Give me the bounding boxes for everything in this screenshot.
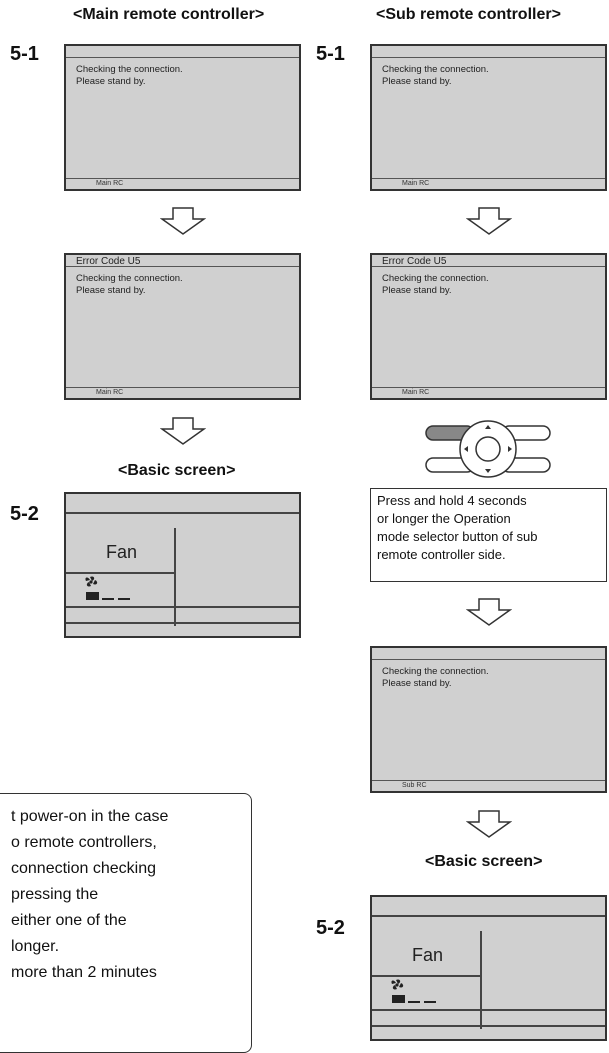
note-line: either one of the <box>11 912 127 929</box>
screen-footer: Sub RC <box>372 780 605 791</box>
instruction-line: remote controller side. <box>377 547 506 562</box>
sub-basic-screen: Fan <box>370 895 607 1041</box>
screen-divider <box>66 572 174 574</box>
screen-title: Error Code U5 <box>76 256 141 267</box>
screen-divider <box>372 1009 605 1011</box>
down-arrow-icon <box>466 207 512 235</box>
main-basic-screen: Fan <box>64 492 301 638</box>
sub-basic-screen-heading: <Basic screen> <box>425 853 543 870</box>
main-basic-screen-heading: <Basic screen> <box>118 462 236 479</box>
sub-column-heading: <Sub remote controller> <box>376 6 561 23</box>
screen-message: Checking the connection. Please stand by… <box>382 273 489 297</box>
down-arrow-icon <box>466 810 512 838</box>
screen-message: Checking the connection. Please stand by… <box>76 64 183 88</box>
note-line: pressing the <box>11 886 99 903</box>
screen-divider <box>372 1025 605 1027</box>
screen-title-bar <box>66 46 299 58</box>
remote-controller-buttons-icon <box>425 420 551 478</box>
down-arrow-icon <box>466 598 512 626</box>
note-line: t power-on in the case <box>11 808 169 825</box>
sub-error-screen: Error Code U5 Checking the connection. P… <box>370 253 607 400</box>
screen-message-line: Please stand by. <box>382 285 452 296</box>
screen-divider <box>174 528 176 626</box>
screen-divider <box>372 915 605 917</box>
main-checking-screen: Checking the connection. Please stand by… <box>64 44 301 191</box>
instruction-box: Press and hold 4 seconds or longer the O… <box>370 488 607 582</box>
note-line: more than 2 minutes <box>11 964 157 981</box>
screen-message-line: Checking the connection. <box>382 666 489 677</box>
screen-message-line: Please stand by. <box>382 76 452 87</box>
screen-message-line: Checking the connection. <box>76 64 183 75</box>
main-step-5-2-label: 5-2 <box>10 503 39 525</box>
screen-footer-label: Sub RC <box>402 782 427 789</box>
operation-mode-label: Fan <box>412 945 444 965</box>
screen-message-line: Checking the connection. <box>382 64 489 75</box>
down-arrow-icon <box>160 207 206 235</box>
screen-footer-label: Main RC <box>96 180 124 187</box>
note-line: longer. <box>11 938 60 955</box>
screen-divider <box>66 512 299 514</box>
screen-title-bar <box>372 46 605 58</box>
screen-message-line: Checking the connection. <box>382 273 489 284</box>
screen-footer-label: Main RC <box>402 180 430 187</box>
fan-speed-indicator-icon <box>85 576 130 600</box>
screen-footer-label: Main RC <box>96 389 124 396</box>
sub-step-5-2-label: 5-2 <box>316 917 345 939</box>
main-error-screen: Error Code U5 Checking the connection. P… <box>64 253 301 400</box>
screen-divider <box>66 622 299 624</box>
screen-message-line: Please stand by. <box>76 285 146 296</box>
instruction-line: mode selector button of sub <box>377 529 538 544</box>
screen-divider <box>372 975 480 977</box>
screen-divider <box>480 931 482 1029</box>
sub-checking-screen: Checking the connection. Please stand by… <box>370 44 607 191</box>
main-column-heading: <Main remote controller> <box>73 6 265 23</box>
screen-message: Checking the connection. Please stand by… <box>382 666 489 690</box>
instruction-line: or longer the Operation <box>377 511 511 526</box>
down-arrow-icon <box>160 417 206 445</box>
screen-title-bar: Error Code U5 <box>66 255 299 267</box>
operation-mode-label: Fan <box>106 542 138 562</box>
note-box: t power-on in the case o remote controll… <box>0 793 252 1053</box>
screen-message: Checking the connection. Please stand by… <box>76 273 183 297</box>
screen-title: Error Code U5 <box>382 256 447 267</box>
note-line: connection checking <box>11 860 156 877</box>
screen-divider <box>66 606 299 608</box>
screen-title-bar <box>372 648 605 660</box>
note-line: o remote controllers, <box>11 834 157 851</box>
instruction-line: Press and hold 4 seconds <box>377 493 527 508</box>
fan-speed-indicator-icon <box>391 979 436 1003</box>
main-step-5-1-label: 5-1 <box>10 43 39 65</box>
screen-message-line: Please stand by. <box>76 76 146 87</box>
screen-message-line: Checking the connection. <box>76 273 183 284</box>
screen-title-bar: Error Code U5 <box>372 255 605 267</box>
sub-step-5-1-label: 5-1 <box>316 43 345 65</box>
sub-rc-checking-screen: Checking the connection. Please stand by… <box>370 646 607 793</box>
screen-footer-label: Main RC <box>402 389 430 396</box>
screen-footer: Main RC <box>66 178 299 189</box>
screen-message: Checking the connection. Please stand by… <box>382 64 489 88</box>
screen-footer: Main RC <box>372 178 605 189</box>
screen-message-line: Please stand by. <box>382 678 452 689</box>
screen-footer: Main RC <box>66 387 299 398</box>
screen-footer: Main RC <box>372 387 605 398</box>
